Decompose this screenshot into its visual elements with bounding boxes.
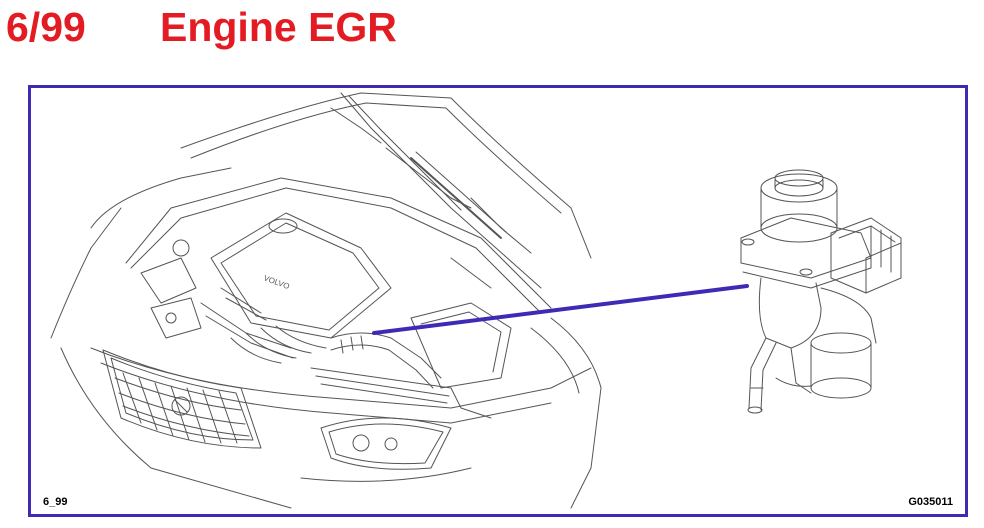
page-number: 6/99 — [6, 4, 86, 50]
figure-label-right: G035011 — [908, 496, 953, 508]
page-title: Engine EGR — [160, 4, 397, 50]
car-body-drawing — [50, 92, 602, 509]
egr-valve-drawing — [740, 169, 902, 414]
engine-illustration: VOLVO — [50, 92, 902, 509]
grille-drawing — [102, 349, 262, 449]
engine-drawing — [140, 212, 512, 419]
headlight-drawing — [300, 417, 472, 482]
figure-label-left: 6_99 — [43, 496, 68, 508]
leader-line — [372, 284, 749, 335]
illustration-frame: VOLVO 6_99 G035011 — [28, 85, 968, 517]
engine-cover-logo: VOLVO — [262, 273, 290, 291]
